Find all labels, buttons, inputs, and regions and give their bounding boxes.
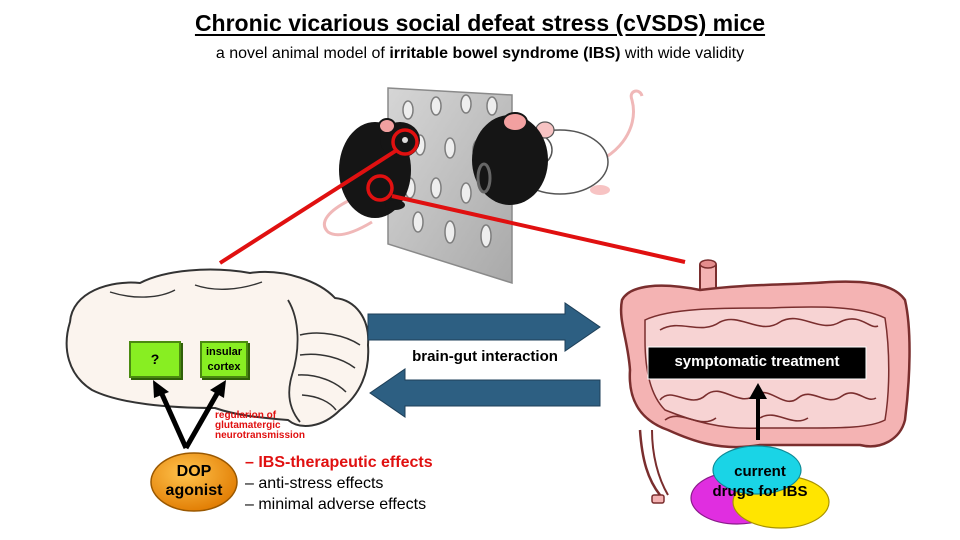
insular-cortex-box: insular cortex — [200, 341, 248, 378]
insular-label-line1: insular — [205, 345, 243, 358]
gut-to-brain-arrow — [369, 368, 601, 418]
dop-agonist-ellipse — [150, 452, 238, 512]
brain-gut-interaction-label: brain-gut interaction — [412, 348, 558, 365]
regulation-note: regularion of glutamatergic neurotransmi… — [215, 410, 306, 441]
brain-highlight-circle — [391, 128, 419, 156]
dop-target-arrows — [153, 380, 226, 450]
gut-connector-line — [391, 194, 686, 264]
brain-connector-line — [218, 148, 399, 265]
social-defeat-mice — [472, 89, 644, 205]
effect-anti-stress: – anti-stress effects — [245, 475, 384, 492]
dop-agonist-label: DOP agonist — [165, 463, 223, 499]
insular-label-line2: cortex — [207, 360, 241, 373]
effect-minimal-adverse: – minimal adverse effects — [245, 496, 427, 513]
symptomatic-treatment-label: symptomatic treatment — [674, 353, 840, 370]
effect-ibs-therapeutic: – IBS-therapeutic effects — [245, 454, 433, 471]
brain-to-gut-arrow — [367, 302, 601, 352]
gut-highlight-circle — [366, 174, 394, 202]
current-drugs-label: current drugs for IBS — [712, 463, 808, 500]
drugs-to-treatment-arrow — [749, 383, 767, 440]
unknown-brain-region-box: ? — [129, 341, 181, 378]
figure-title: Chronic vicarious social defeat stress (… — [194, 10, 766, 36]
dop-effects-list: – IBS-therapeutic effects – anti-stress … — [245, 452, 433, 515]
figure-subtitle: a novel animal model of irritable bowel … — [215, 45, 745, 62]
current-drugs-cluster — [690, 445, 830, 529]
symptomatic-treatment-box — [647, 346, 867, 380]
